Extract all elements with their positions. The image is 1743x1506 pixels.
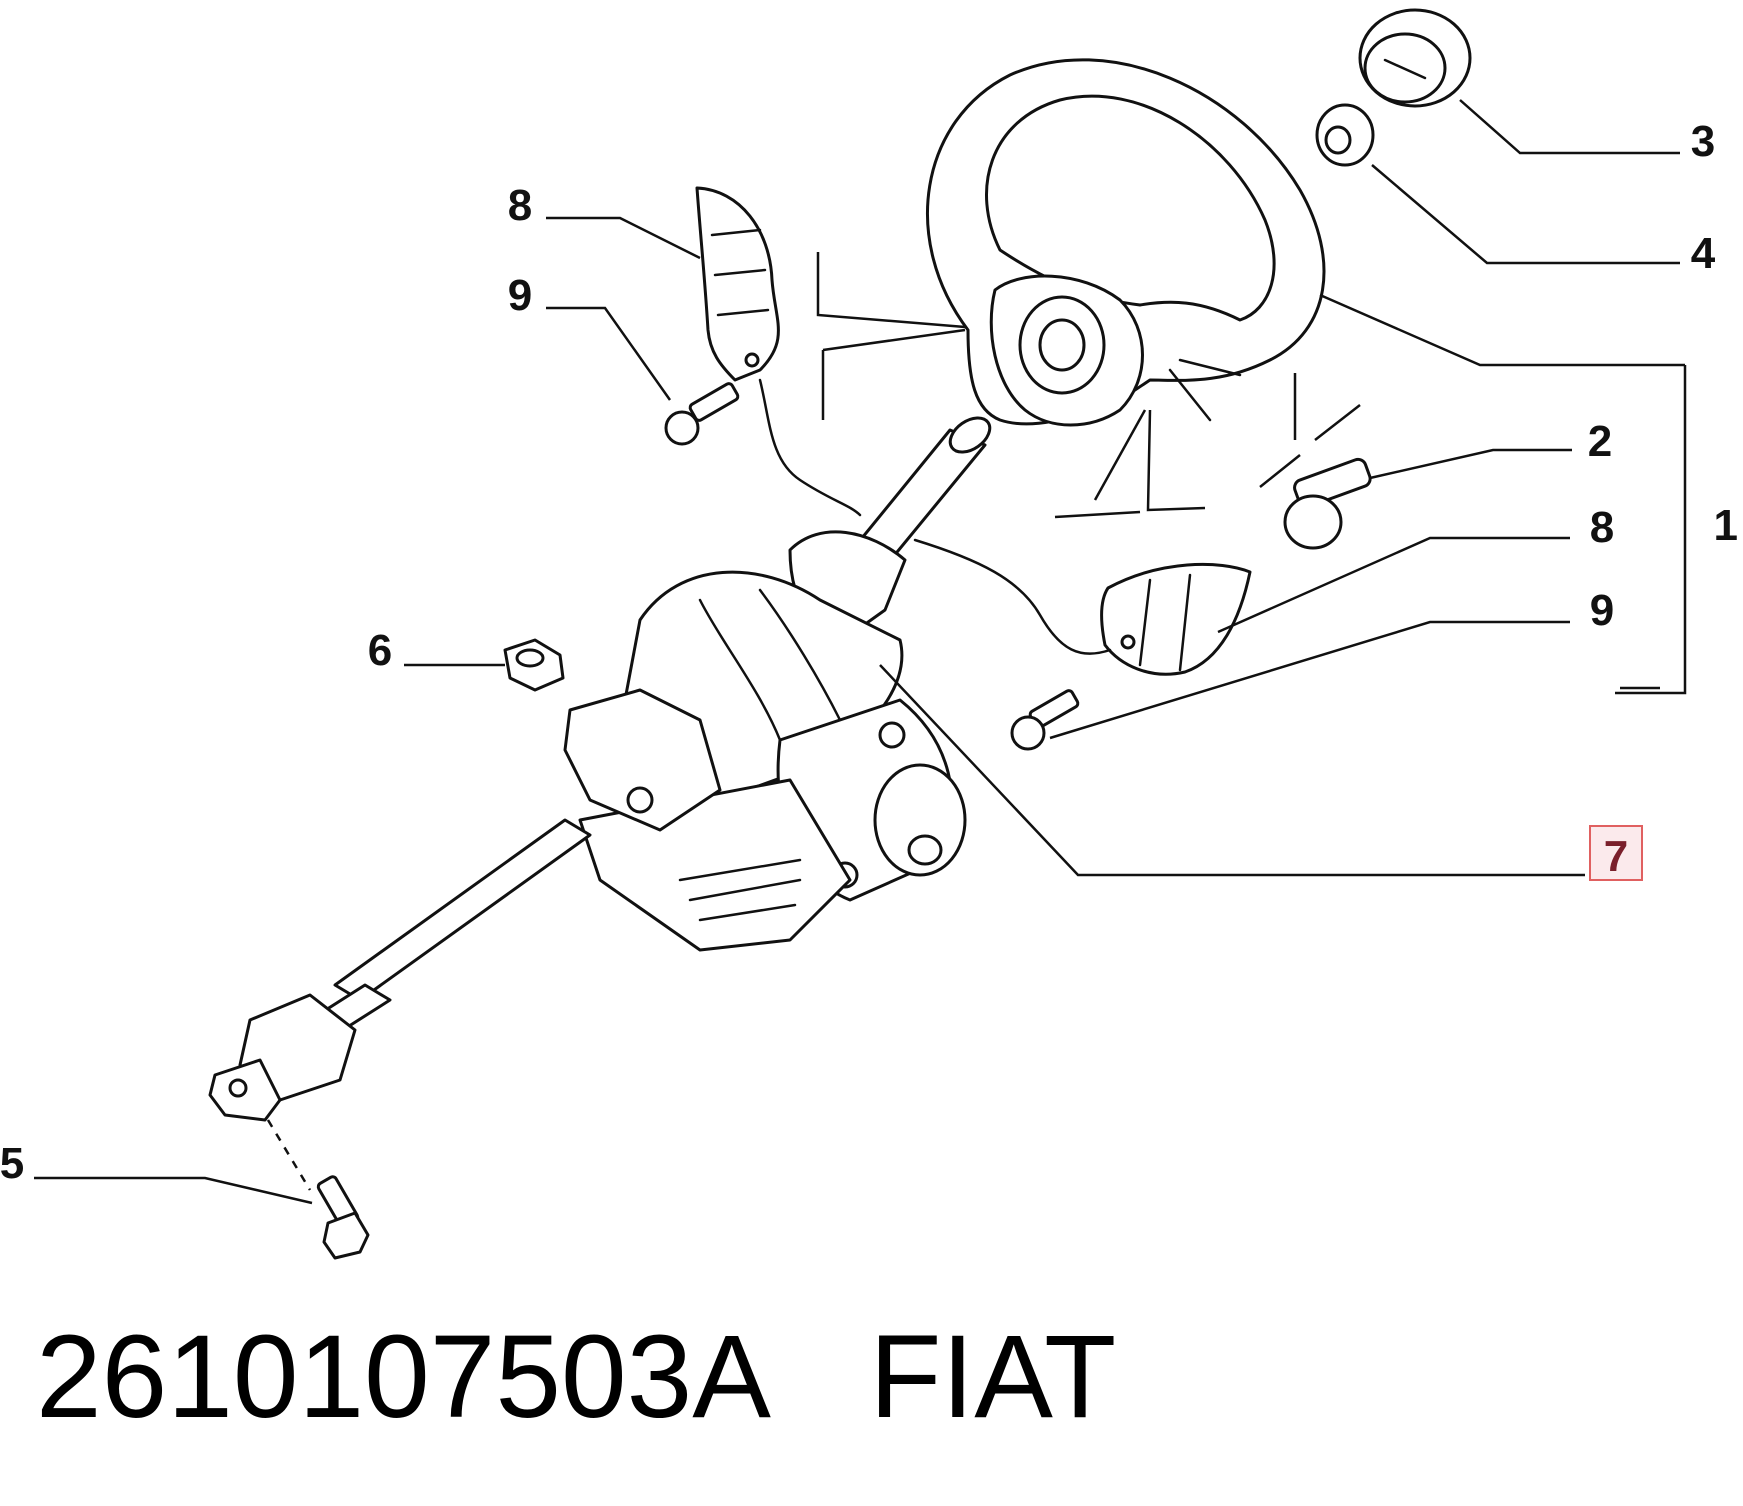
- part-number: 2610107503A: [36, 1311, 771, 1443]
- callout-8-upper: 8: [508, 181, 532, 230]
- callout-6: 6: [368, 626, 392, 675]
- horn-cap: [1358, 8, 1472, 108]
- lower-shroud: [1100, 562, 1252, 676]
- leader-lines: [34, 99, 1687, 1205]
- callout-4: 4: [1691, 229, 1716, 278]
- callout-9-lower: 9: [1590, 586, 1614, 635]
- upper-shroud: [695, 186, 780, 382]
- screw-axis: [266, 1119, 312, 1191]
- callout-7-highlight: 7: [1589, 825, 1643, 881]
- upper-screw: [664, 382, 740, 446]
- callout-9-upper: 9: [508, 271, 532, 320]
- steering-column: [208, 416, 992, 1122]
- lower-wire: [913, 538, 1112, 655]
- callout-7: 7: [1604, 832, 1628, 881]
- axis-lines: [816, 252, 1361, 519]
- part-caption: 2610107503A FIAT: [36, 1318, 1116, 1436]
- callout-8-lower: 8: [1590, 503, 1614, 552]
- brand-name: FIAT: [869, 1311, 1117, 1443]
- callout-5: 5: [0, 1139, 24, 1188]
- callout-7-box: [1589, 825, 1643, 881]
- upper-wire: [758, 378, 862, 517]
- hex-nut: [503, 638, 565, 692]
- wheel-bolt: [1283, 457, 1372, 550]
- callout-1: 1: [1714, 501, 1738, 550]
- pinch-bolt: [316, 1175, 370, 1260]
- callout-2: 2: [1588, 417, 1612, 466]
- callout-3: 3: [1691, 117, 1715, 166]
- lower-screw: [1010, 689, 1080, 751]
- wheel-nut: [1315, 103, 1375, 167]
- steering-wheel: [926, 58, 1326, 427]
